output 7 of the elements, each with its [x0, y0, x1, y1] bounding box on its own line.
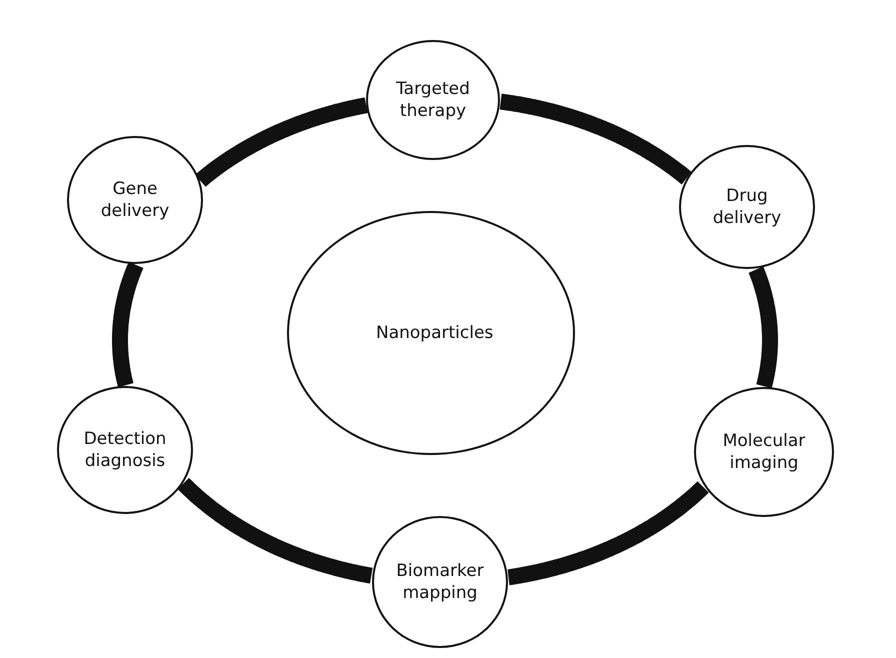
node-label: Biomarker mapping	[395, 560, 485, 604]
node-label: Nanoparticles	[375, 322, 494, 344]
node-label: Gene delivery	[100, 178, 170, 222]
node-label: Targeted therapy	[395, 78, 471, 122]
node-label: Molecular imaging	[722, 430, 806, 474]
node-label: Drug delivery	[712, 184, 782, 230]
node-label: Detection diagnosis	[82, 428, 168, 472]
